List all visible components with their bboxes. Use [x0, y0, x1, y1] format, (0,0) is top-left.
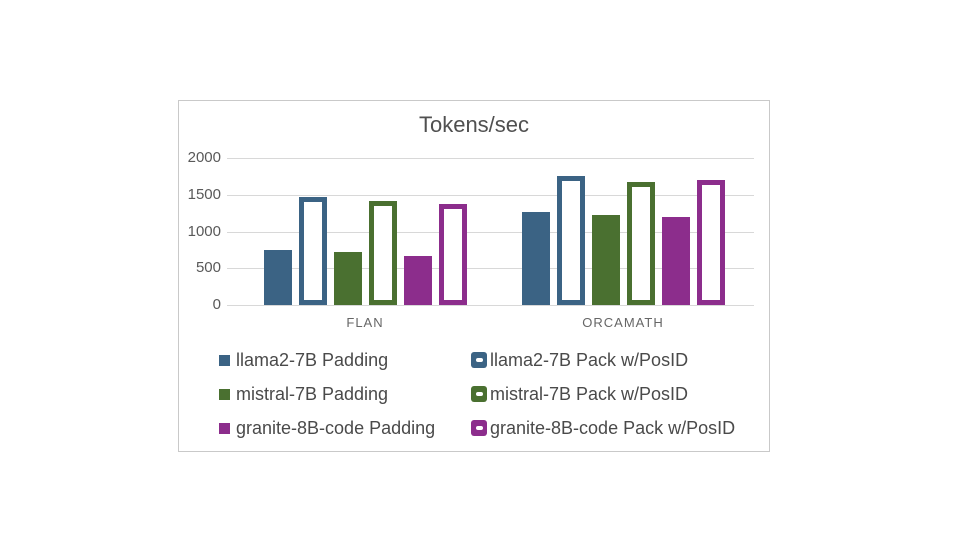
- y-tick-label: 1500: [187, 185, 221, 203]
- x-category-label-orcamath: ORCAMATH: [582, 315, 664, 330]
- legend-item-llama2-7b-pack-w-posid: llama2-7B Pack w/PosID: [471, 343, 735, 377]
- bar-granite-8b-code-padding-orcamath: [661, 216, 690, 305]
- y-tick-label: 0: [212, 296, 221, 313]
- legend-label: granite-8B-code Pack w/PosID: [490, 417, 736, 438]
- legend-swatch-solid-icon: [219, 422, 230, 434]
- legend-item-llama2-7b-padding: llama2-7B Padding: [219, 343, 471, 377]
- y-tick-label: 500: [195, 259, 221, 277]
- gridline-1000: [227, 231, 754, 233]
- legend-label: llama2-7B Padding: [236, 349, 389, 370]
- bar-mistral-7b-padding-flan: [333, 252, 362, 305]
- legend-label: llama2-7B Pack w/PosID: [490, 349, 689, 370]
- bar-llama2-7b-pack-w-posid-flan: [298, 196, 327, 305]
- bar-granite-8b-code-padding-flan: [403, 255, 432, 305]
- legend-swatch-solid-icon: [219, 388, 230, 400]
- chart-title: Tokens/sec: [418, 112, 530, 137]
- x-category-label-flan: FLAN: [346, 315, 384, 330]
- bar-granite-8b-code-pack-w-posid-flan: [438, 204, 467, 305]
- legend-swatch-outline-icon: [471, 352, 487, 368]
- gridline-0: [227, 305, 754, 306]
- legend-item-mistral-7b-pack-w-posid: mistral-7B Pack w/PosID: [471, 377, 735, 411]
- y-tick-label: 1000: [187, 222, 221, 240]
- gridline-1500: [227, 194, 754, 196]
- legend: llama2-7B Padding llama2-7B Pack w/PosID m…: [219, 343, 735, 445]
- y-tick-label: 2000: [187, 149, 221, 166]
- legend-item-granite-8b-code-padding: granite-8B-code Padding: [219, 411, 471, 445]
- bar-llama2-7b-pack-w-posid-orcamath: [556, 175, 585, 305]
- gridline-500: [227, 268, 754, 270]
- legend-swatch-solid-icon: [219, 354, 230, 366]
- bar-mistral-7b-pack-w-posid-flan: [368, 200, 397, 305]
- legend-label: granite-8B-code Padding: [236, 417, 436, 438]
- legend-swatch-outline-icon: [471, 420, 487, 436]
- legend-swatch-outline-icon: [471, 386, 487, 402]
- bar-mistral-7b-pack-w-posid-orcamath: [626, 182, 655, 305]
- legend-item-mistral-7b-padding: mistral-7B Padding: [219, 377, 471, 411]
- legend-item-granite-8b-code-pack-w-posid: granite-8B-code Pack w/PosID: [471, 411, 735, 445]
- bar-llama2-7b-padding-orcamath: [521, 212, 550, 305]
- bar-granite-8b-code-pack-w-posid-orcamath: [696, 180, 725, 305]
- legend-label: mistral-7B Padding: [236, 383, 389, 404]
- bar-mistral-7b-padding-orcamath: [591, 215, 620, 305]
- gridline-2000: [227, 158, 754, 159]
- legend-label: mistral-7B Pack w/PosID: [490, 383, 689, 404]
- bar-llama2-7b-padding-flan: [263, 249, 292, 305]
